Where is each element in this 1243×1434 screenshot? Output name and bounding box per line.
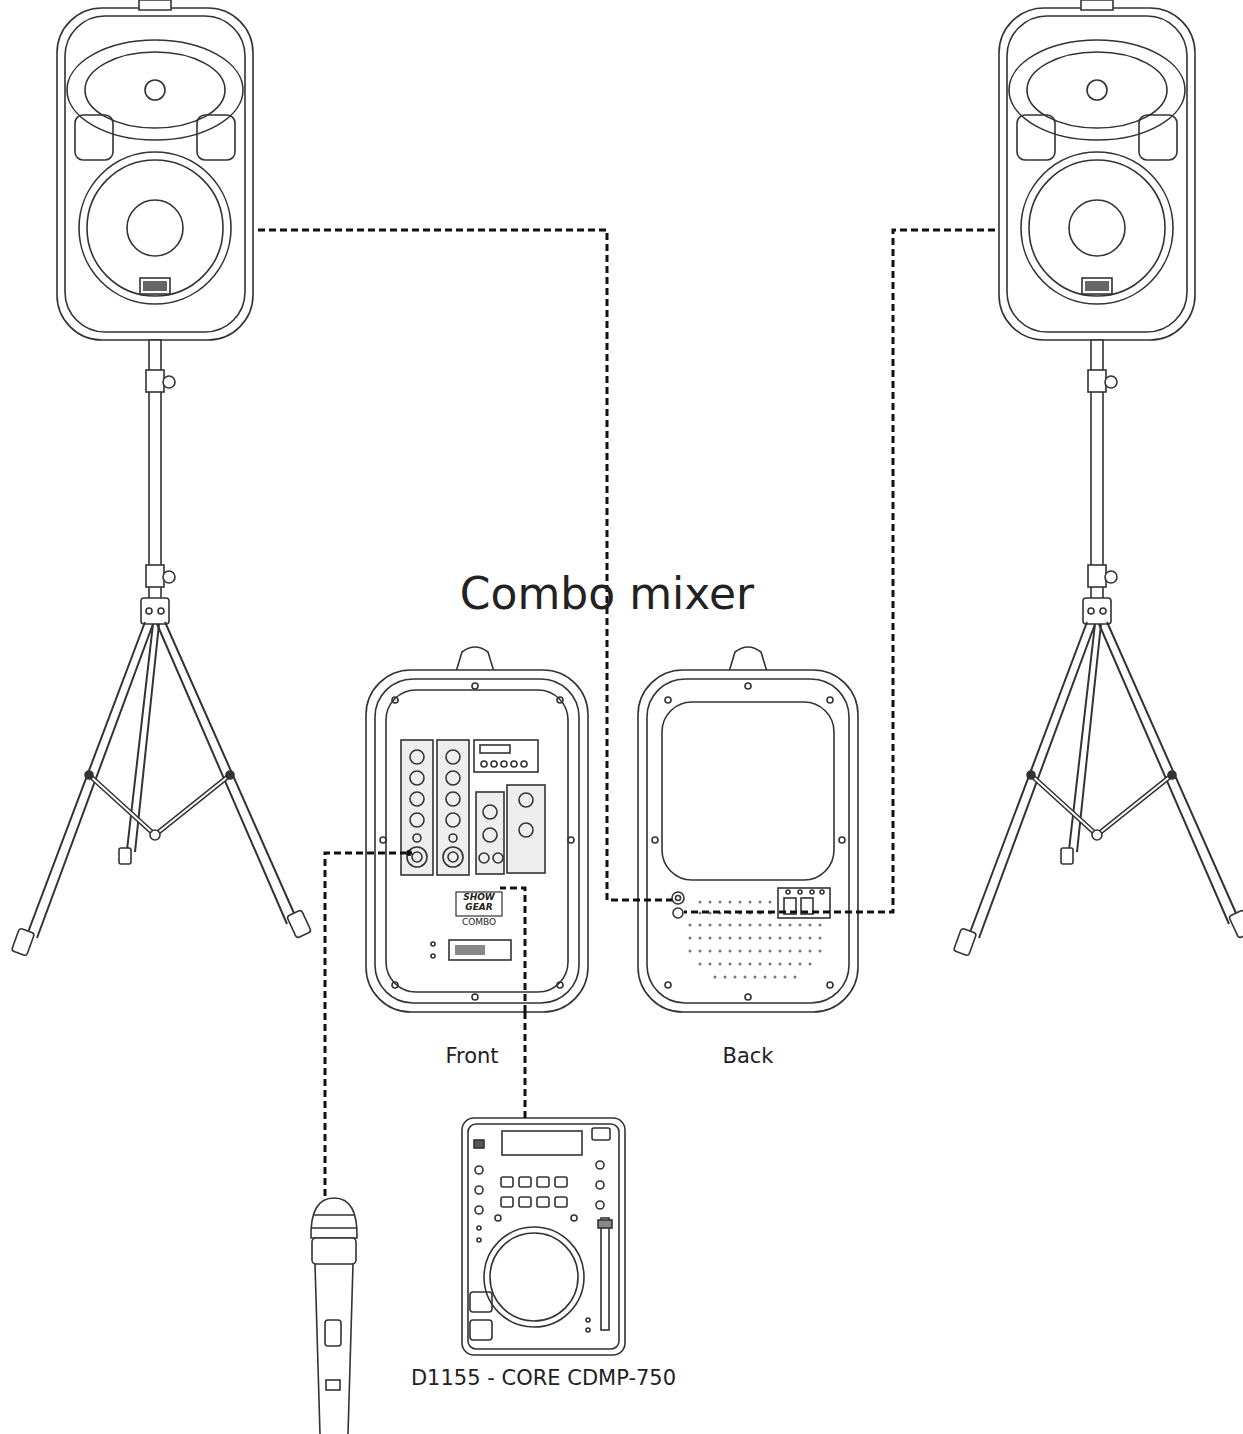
mixer-back-panel: Back (638, 645, 858, 1012)
signal-cable (258, 230, 995, 1196)
mixer-front (366, 647, 588, 1012)
mixer-back (638, 647, 858, 1012)
device-model: D1155 - CORE CDMP-750 (382, 1367, 705, 1390)
view-label: Front (432, 1045, 512, 1068)
cd-player (462, 1118, 625, 1355)
group-title: Combo mixer (407, 568, 807, 619)
signal-cable (524, 1012, 527, 1118)
cd-player-unit: D1155 - CORE CDMP-750 (462, 1118, 625, 1355)
brand-logo: SHOW GEAR (457, 893, 501, 913)
model-badge: COMBO (452, 918, 506, 928)
mixer-front-panel: SHOW GEARCOMBOFront (366, 645, 588, 1012)
speaker-right (953, 0, 1243, 956)
microphone (311, 1198, 357, 1434)
view-label: Back (708, 1045, 788, 1068)
speaker-left (11, 0, 311, 956)
